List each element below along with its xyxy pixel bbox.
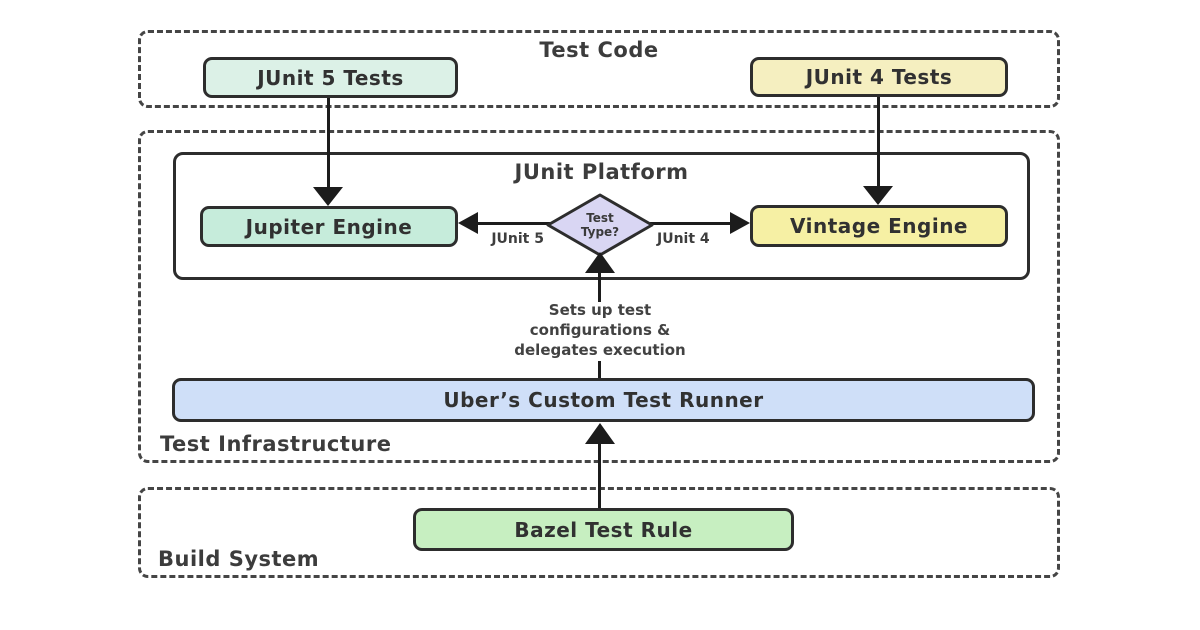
group-test-code: [138, 30, 1060, 108]
edge-runner-to-testtype-line-upper: [598, 270, 601, 302]
node-bazel-rule: Bazel Test Rule: [413, 508, 794, 551]
node-vintage-engine: Vintage Engine: [750, 205, 1008, 247]
junit-platform-label: JUnit Platform: [514, 160, 689, 184]
group-test-code-label: Test Code: [539, 38, 659, 62]
edge-bazel-to-runner-line: [598, 441, 601, 508]
annotation-line2: configurations &: [529, 321, 671, 339]
edge-testtype-to-jupiter-arrowhead-icon: [458, 212, 478, 234]
node-vintage-engine-label: Vintage Engine: [790, 214, 968, 238]
node-junit5-tests-label: JUnit 5 Tests: [257, 65, 404, 90]
group-test-infrastructure-label: Test Infrastructure: [160, 432, 392, 456]
group-build-system-label: Build System: [158, 547, 320, 571]
edge-label-junit4: JUnit 4: [657, 231, 710, 247]
node-junit5-tests: JUnit 5 Tests: [203, 57, 458, 98]
edge-testtype-to-vintage-arrowhead-icon: [730, 212, 750, 234]
edge-runner-to-testtype-line-lower: [598, 361, 601, 378]
edge-testtype-to-jupiter-line: [478, 222, 552, 225]
node-uber-runner-label: Uber’s Custom Test Runner: [443, 388, 764, 412]
node-test-type-label-line1: Test: [586, 211, 614, 225]
edge-label-junit5: JUnit 5: [491, 231, 544, 247]
node-uber-runner: Uber’s Custom Test Runner: [172, 378, 1035, 422]
annotation-line1: Sets up test: [548, 301, 652, 319]
edge-junit4-tests-to-vintage-line: [877, 97, 880, 188]
annotation-line3: delegates execution: [514, 341, 686, 359]
node-bazel-rule-label: Bazel Test Rule: [514, 517, 693, 542]
edge-runner-to-testtype-arrowhead-icon: [585, 252, 615, 273]
node-test-type-label-line2: Type?: [580, 225, 620, 239]
edge-bazel-to-runner-arrowhead-icon: [585, 423, 615, 444]
edge-junit5-tests-to-jupiter-line: [327, 98, 330, 188]
edge-junit4-tests-to-vintage-arrowhead-icon: [863, 186, 893, 205]
edge-junit5-tests-to-jupiter-arrowhead-icon: [313, 187, 343, 206]
node-jupiter-engine-label: Jupiter Engine: [245, 214, 413, 239]
node-test-type-label: Test Type?: [545, 193, 655, 257]
edge-runner-to-testtype-annotation: Sets up test configurations & delegates …: [450, 300, 750, 360]
node-junit4-tests: JUnit 4 Tests: [750, 57, 1008, 97]
node-junit4-tests-label: JUnit 4 Tests: [805, 65, 953, 89]
node-jupiter-engine: Jupiter Engine: [200, 206, 458, 247]
edge-testtype-to-vintage-line: [650, 222, 730, 225]
node-test-type-decision: Test Type?: [545, 193, 655, 257]
